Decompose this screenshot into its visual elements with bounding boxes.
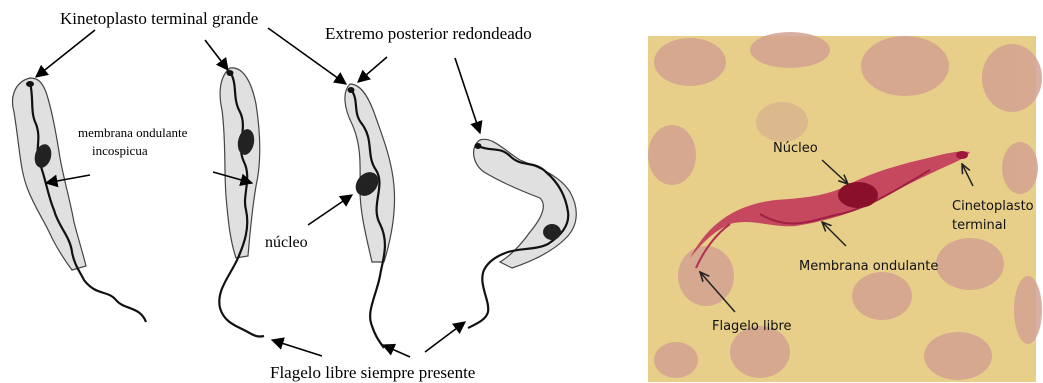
arrow-flagellum-2 (272, 340, 322, 356)
micro-label-flagellum: Flagelo libre (712, 319, 792, 334)
micro-label-membrane: Membrana ondulante (799, 259, 938, 274)
arrow-kinetoplast-1 (36, 30, 95, 77)
parasite-drawing-3 (345, 84, 395, 348)
arrow-nucleus-3 (308, 195, 352, 225)
micro-kinetoplast (956, 151, 968, 159)
micrograph: Núcleo Cinetoplasto terminal Membrana on… (648, 32, 1042, 382)
parasite-drawing-1 (13, 78, 146, 322)
micro-label-nucleus: Núcleo (773, 141, 818, 156)
kinetoplast-3 (348, 87, 355, 93)
micro-nucleus (838, 182, 878, 208)
label-membrane-line2: incospicua (92, 143, 148, 158)
arrow-flagellum-4 (425, 322, 465, 352)
micro-label-kinetoplast-line2: terminal (952, 218, 1006, 233)
arrow-posterior-4 (455, 58, 480, 133)
parasite-drawing-2 (219, 68, 264, 337)
micro-label-kinetoplast-line1: Cinetoplasto (952, 199, 1034, 214)
arrow-flagellum-3 (383, 345, 410, 357)
diagram-arrows (36, 28, 480, 357)
kinetoplast-1 (26, 81, 34, 87)
label-nucleus: núcleo (265, 234, 308, 251)
schematic-diagram: Kinetoplasto terminal grande Extremo pos… (13, 9, 577, 382)
arrow-posterior-3 (358, 57, 387, 82)
label-kinetoplast: Kinetoplasto terminal grande (60, 9, 258, 28)
kinetoplast-2 (227, 70, 234, 76)
arrow-kinetoplast-2 (205, 40, 228, 70)
label-flagellum: Flagelo libre siempre presente (270, 363, 475, 382)
label-posterior-end: Extremo posterior redondeado (325, 24, 532, 43)
parasite-drawing-4 (468, 139, 576, 328)
label-membrane-line1: membrana ondulante (78, 125, 188, 140)
kinetoplast-4 (475, 143, 482, 149)
nucleus-4 (543, 224, 561, 240)
